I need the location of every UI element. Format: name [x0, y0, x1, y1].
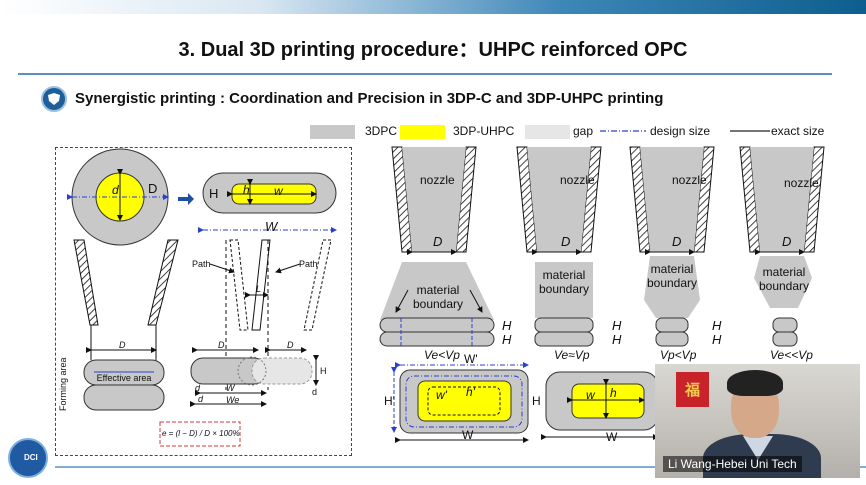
nozzle-2-D: D [561, 234, 571, 249]
legend-swatch-3dpc [310, 125, 355, 139]
nozzle-2-boundary: material boundary [538, 268, 590, 296]
nozzle-1-boundary: material boundary [412, 283, 464, 311]
nozzle-2-H2: H [612, 332, 622, 347]
nozzle-3-D: D [672, 234, 682, 249]
label-d-small: d [312, 387, 318, 397]
nozzle-2-label: nozzle [560, 173, 595, 187]
section-a-w: w' [436, 388, 447, 402]
shield-icon [41, 86, 67, 112]
label-slot-h: h [243, 183, 250, 197]
nozzle-2-cond: Ve≈Vp [554, 348, 590, 362]
legend-label-gap: gap [573, 124, 594, 138]
slide-title: 3. Dual 3D printing procedure：UHPC reinf… [178, 39, 688, 61]
section-b-H: H [532, 394, 541, 408]
speaker-name: Li Wang-Hebei Uni Tech [663, 456, 802, 472]
wall-poster [676, 372, 709, 407]
left-diagram-frame [55, 147, 352, 456]
legend-label-uhpc: 3DP-UHPC [453, 124, 515, 138]
legend-label-exact: exact size [771, 124, 825, 138]
nozzle-1-H2: H [502, 332, 512, 347]
nozzle-3-label: nozzle [672, 173, 707, 187]
nozzle-4-boundary: material boundary [758, 265, 810, 293]
label-d-b: d [198, 394, 204, 404]
label-We: We [226, 395, 240, 405]
label-forming-area: Forming area [58, 357, 68, 411]
nozzle-1-cond: Ve<Vp [424, 348, 460, 362]
section-b-w: w [586, 388, 595, 402]
nozzle-3-H2: H [712, 332, 722, 347]
nozzle-3-cond: Vp<Vp [660, 348, 697, 362]
video-overlay[interactable]: 福 Li Wang-Hebei Uni Tech [655, 364, 860, 478]
legend-line-exact [730, 130, 770, 132]
legend-swatch-gap [525, 125, 570, 139]
label-circle-d: d [112, 183, 119, 197]
label-H-small: H [320, 366, 327, 376]
wall-poster-text: 福 [685, 382, 701, 399]
speaker-hair [727, 370, 783, 396]
nozzle-3-H1: H [712, 318, 722, 333]
label-L: L [256, 284, 262, 294]
nozzle-4-D: D [782, 234, 792, 249]
nozzle-4-cond: Ve<<Vp [770, 348, 813, 362]
section-a-W-bottom: W [462, 428, 474, 442]
label-circle-D: D [148, 181, 158, 196]
label-slot-H: H [209, 186, 219, 201]
label-path-left: Path [192, 259, 211, 269]
label-slot-W: W [265, 219, 278, 234]
nozzle-1-H1: H [502, 318, 512, 333]
title-divider [18, 73, 832, 75]
nozzle-1-D: D [433, 234, 443, 249]
nozzle-2-H1: H [612, 318, 622, 333]
label-D-right: D [287, 340, 294, 350]
legend-line-design [600, 130, 646, 132]
section-a-H-left: H' [384, 394, 395, 408]
label-path-right: Path [299, 259, 318, 269]
logo-icon: DCI [8, 438, 48, 478]
legend-swatch-uhpc [400, 125, 445, 139]
section-b-W: W [606, 430, 618, 444]
nozzle-1-label: nozzle [420, 173, 455, 187]
nozzle-4-label: nozzle [784, 176, 819, 190]
label-D-mid: D [218, 340, 225, 350]
formula: e = (l − D) / D × 100% [162, 429, 240, 438]
label-D-left: D [119, 340, 126, 350]
label-effective-area: Effective area [96, 373, 152, 383]
section-a-h: h' [466, 385, 475, 399]
top-banner [0, 0, 866, 14]
section-a-W-top: W' [464, 352, 478, 366]
label-d-a: d [195, 383, 201, 393]
label-W-small: W [226, 383, 235, 393]
legend: 3DPC 3DP-UHPC gap design size exact size [310, 123, 830, 139]
logo-text: DCI [24, 453, 38, 462]
legend-label-design: design size [650, 124, 711, 138]
legend-label-3dpc: 3DPC [365, 124, 398, 138]
nozzle-3-boundary: material boundary [646, 262, 698, 290]
section-b-h: h [610, 386, 617, 400]
slide-subtitle: Synergistic printing : Coordination and … [75, 90, 664, 107]
label-slot-w: w [274, 184, 283, 198]
